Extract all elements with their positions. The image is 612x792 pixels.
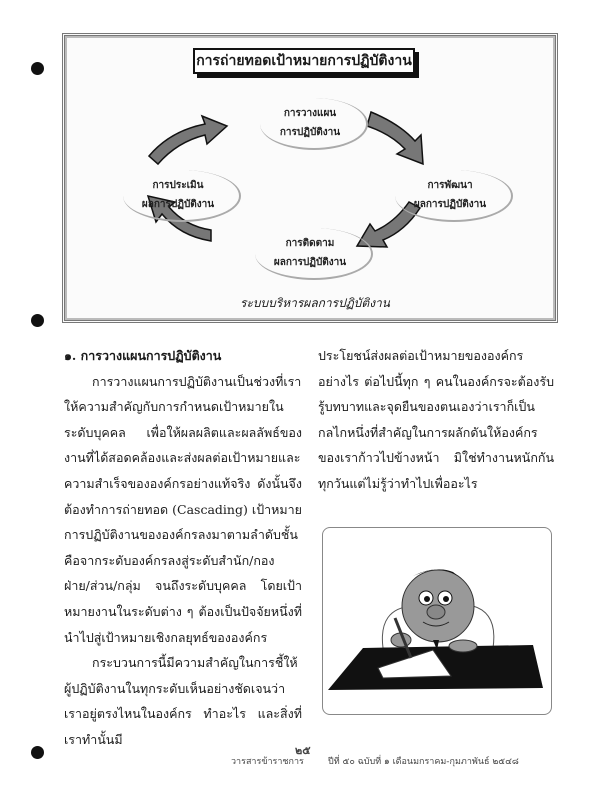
arrow-icon bbox=[355, 201, 422, 248]
binder-hole bbox=[31, 314, 44, 327]
left-column: ๑. การวางแผนการปฏิบัติงาน การวางแผนการปฏ… bbox=[64, 343, 302, 753]
issue-info: ปีที่ ๕๐ ฉบับที่ ๑ เดือนมกราคม-กุมภาพันธ… bbox=[328, 757, 519, 767]
right-column: ประโยชน์ส่งผลต่อเป้าหมายขององค์กรอย่างไร… bbox=[318, 343, 554, 497]
section-heading: ๑. การวางแผนการปฏิบัติงาน bbox=[64, 348, 222, 363]
paragraph-continued: ประโยชน์ส่งผลต่อเป้าหมายขององค์กรอย่างไร… bbox=[318, 348, 554, 491]
node-monitoring: การติดตาม ผลการปฏิบัติงาน bbox=[255, 228, 373, 280]
node-planning: การวางแผน การปฏิบัติงาน bbox=[260, 98, 368, 150]
paragraph: การวางแผนการปฏิบัติงานเป็นช่วงที่เราให้ค… bbox=[64, 373, 302, 645]
man-writing-at-desk-image bbox=[328, 569, 543, 690]
paragraph: กระบวนการนี้มีความสำคัญในการชี้ให้ผู้ปฏิ… bbox=[64, 655, 302, 747]
binder-hole bbox=[31, 746, 44, 759]
arrow-icon bbox=[366, 110, 424, 166]
diagram-title: การถ่ายทอดเป้าหมายการปฏิบัติงาน bbox=[193, 48, 415, 74]
node-evaluation: การประเมิน ผลการปฏิบัติงาน bbox=[123, 170, 241, 222]
cartoon-illustration bbox=[322, 527, 552, 715]
journal-name: วารสารข้าราชการ bbox=[231, 757, 304, 767]
node-development: การพัฒนา ผลการปฏิบัติงาน bbox=[395, 170, 513, 222]
diagram-caption: ระบบบริหารผลการปฏิบัติงาน bbox=[240, 296, 390, 310]
arrow-icon bbox=[147, 114, 229, 166]
page-number: ๒๕ bbox=[295, 744, 311, 757]
diagram-frame: การถ่ายทอดเป้าหมายการปฏิบัติงาน การวางแผ… bbox=[62, 33, 558, 323]
binder-hole bbox=[31, 62, 44, 75]
